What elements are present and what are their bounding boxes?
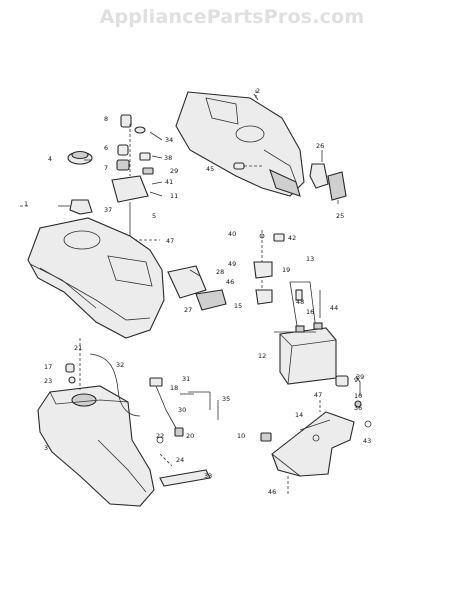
part-38-button bbox=[139, 152, 151, 161]
part-15-fitting bbox=[255, 289, 273, 305]
callout: 44 bbox=[330, 304, 338, 312]
callout: 32 bbox=[116, 361, 124, 369]
callout: 7 bbox=[104, 164, 108, 172]
callout: 39 bbox=[356, 373, 364, 381]
part-39-cable bbox=[355, 375, 361, 396]
callout: 16 bbox=[306, 308, 314, 316]
callout: 41 bbox=[165, 178, 173, 186]
callout: 9 bbox=[354, 376, 358, 384]
callout: 46 bbox=[268, 488, 276, 496]
leader-lines bbox=[58, 93, 339, 420]
callout: 30 bbox=[178, 406, 186, 414]
callout: 40 bbox=[228, 230, 236, 238]
callout: 38 bbox=[164, 154, 172, 162]
part-23-clamp bbox=[68, 376, 76, 384]
part-29-clip bbox=[142, 167, 154, 175]
part-11-plate bbox=[111, 175, 149, 203]
part-43-bolt bbox=[364, 420, 372, 428]
callout: 6 bbox=[104, 144, 108, 152]
callout: 24 bbox=[176, 456, 184, 464]
callout: 36 bbox=[354, 404, 362, 412]
callout: 43 bbox=[363, 437, 371, 445]
callout: 22 bbox=[156, 432, 164, 440]
callout: 4 bbox=[48, 155, 52, 163]
callout: 2 bbox=[256, 87, 260, 95]
part-45-clip bbox=[233, 162, 262, 170]
callout: 11 bbox=[170, 192, 178, 200]
part-30-hose bbox=[155, 385, 177, 429]
callout: 47 bbox=[314, 391, 322, 399]
callout: 49 bbox=[228, 260, 236, 268]
callout: 15 bbox=[234, 302, 242, 310]
callout: 37 bbox=[104, 206, 112, 214]
part-6-switch bbox=[117, 144, 129, 156]
part-10-clip bbox=[260, 432, 272, 442]
callout: 45 bbox=[206, 165, 214, 173]
callout: 8 bbox=[104, 115, 108, 123]
part-7-switch bbox=[116, 159, 130, 171]
callout: 1 bbox=[24, 200, 28, 208]
part-31-sensor bbox=[149, 377, 163, 387]
callout: 42 bbox=[288, 234, 296, 242]
part-26-bracket bbox=[309, 163, 329, 189]
callout: 25 bbox=[336, 212, 344, 220]
part-3-fuel-tank bbox=[37, 385, 155, 507]
callout: 34 bbox=[165, 136, 173, 144]
part-42-clip bbox=[273, 233, 285, 242]
part-36-nut bbox=[354, 400, 362, 408]
callout: 47 bbox=[166, 237, 174, 245]
callout: 21 bbox=[74, 344, 82, 352]
part-9-connector bbox=[335, 375, 349, 387]
callout: 12 bbox=[258, 352, 266, 360]
part-fuel-cap-gasket bbox=[69, 199, 93, 215]
part-8-knob bbox=[120, 114, 132, 128]
callout: 35 bbox=[222, 395, 230, 403]
callout: 10 bbox=[354, 392, 362, 400]
part-4-fuel-cap bbox=[67, 150, 93, 165]
part-22-clamp bbox=[156, 436, 164, 444]
callout: 28 bbox=[216, 268, 224, 276]
callout: 33 bbox=[204, 472, 212, 480]
part-19-bracket bbox=[253, 261, 273, 279]
callout: 46 bbox=[226, 278, 234, 286]
callout: 13 bbox=[306, 255, 314, 263]
callout: 14 bbox=[295, 411, 303, 419]
part-33-strap bbox=[159, 469, 211, 487]
part-27-cover bbox=[195, 289, 227, 311]
part-32-fuel-line bbox=[89, 353, 141, 417]
part-1-hood bbox=[27, 217, 165, 339]
part-25-cap bbox=[327, 171, 347, 201]
callout: 29 bbox=[170, 167, 178, 175]
part-13-strap bbox=[289, 281, 317, 333]
callout: 17 bbox=[44, 363, 52, 371]
callout: 31 bbox=[182, 375, 190, 383]
callout: 23 bbox=[44, 377, 52, 385]
part-48-terminal bbox=[295, 289, 303, 301]
callout: 26 bbox=[316, 142, 324, 150]
part-17-valve bbox=[65, 363, 75, 373]
callout: 27 bbox=[184, 306, 192, 314]
part-14-battery-tray bbox=[271, 411, 355, 477]
part-40-bolt bbox=[259, 233, 265, 239]
callout: 10 bbox=[237, 432, 245, 440]
part-rear-cover bbox=[175, 91, 305, 197]
watermark: AppliancePartsPros.com bbox=[99, 6, 365, 28]
callout: 19 bbox=[282, 266, 290, 274]
callout: 20 bbox=[186, 432, 194, 440]
callout-labels: 1 2 3 4 5 6 7 8 9 10 10 11 12 13 14 15 1… bbox=[24, 87, 371, 496]
callout: 5 bbox=[152, 212, 156, 220]
part-34-grommet bbox=[134, 126, 146, 134]
part-20-fitting bbox=[174, 427, 184, 437]
callout: 48 bbox=[296, 298, 304, 306]
callout: 3 bbox=[44, 444, 48, 452]
callout: 18 bbox=[170, 384, 178, 392]
